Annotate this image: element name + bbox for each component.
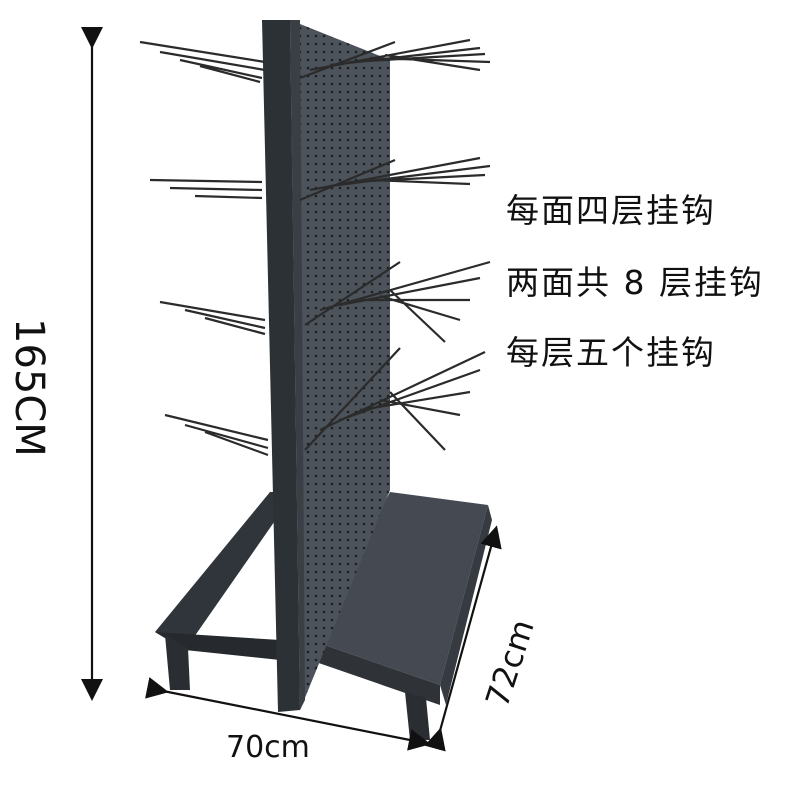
hooks-left <box>139 40 269 457</box>
dimension-arrows <box>81 27 502 752</box>
height-label: 165CM <box>6 318 52 457</box>
depth-arrow <box>424 525 502 752</box>
feature-text-total-tiers: 两面共 8 层挂钩 <box>506 263 764 302</box>
width-arrow <box>145 677 431 751</box>
base-shelf-left <box>155 492 295 690</box>
width-label: 70cm <box>226 730 310 765</box>
hooks-right <box>299 38 491 451</box>
feature-text-hooks-per-tier: 每层五个挂钩 <box>506 333 716 372</box>
feature-text-hooks-per-side: 每面四层挂钩 <box>506 191 716 230</box>
